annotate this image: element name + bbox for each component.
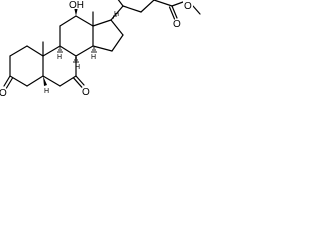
h5-label: H <box>44 88 49 95</box>
ester-carbonyl <box>168 6 176 20</box>
h14-label: H <box>91 54 96 61</box>
hydroxyl-label: OH <box>69 0 84 11</box>
label-carbonyl-o: O <box>173 19 181 30</box>
ketone-c7 <box>73 75 85 88</box>
label-o3: O <box>0 88 7 99</box>
label-oh: OH <box>68 0 86 11</box>
h14-hash <box>91 47 97 53</box>
h8-label: H <box>75 64 80 71</box>
ring-d <box>92 19 124 52</box>
ring-c <box>59 15 94 57</box>
label-o7: O <box>82 87 90 98</box>
side-chain <box>110 0 201 21</box>
h9-label: H <box>57 54 62 61</box>
h5-wedge <box>43 76 47 86</box>
ring-b <box>42 45 77 87</box>
ketone-o3-label: O <box>0 88 7 99</box>
ester-oxygen-label: O <box>184 1 192 12</box>
ketone-o7-label: O <box>82 87 90 98</box>
h8-hash <box>73 57 79 63</box>
structure-canvas: OH O O O O H H H H H <box>0 0 202 120</box>
molecule-structure: OH O O O O H H H H H <box>0 0 201 99</box>
hydroxyl-wedge <box>74 8 78 16</box>
h9-hash <box>57 47 63 53</box>
h17-label: H <box>114 11 119 18</box>
ester-carbonyl-o-label: O <box>173 19 181 30</box>
ring-a <box>9 45 44 87</box>
label-ester-o: O <box>183 0 193 12</box>
ketone-c3 <box>3 75 14 89</box>
